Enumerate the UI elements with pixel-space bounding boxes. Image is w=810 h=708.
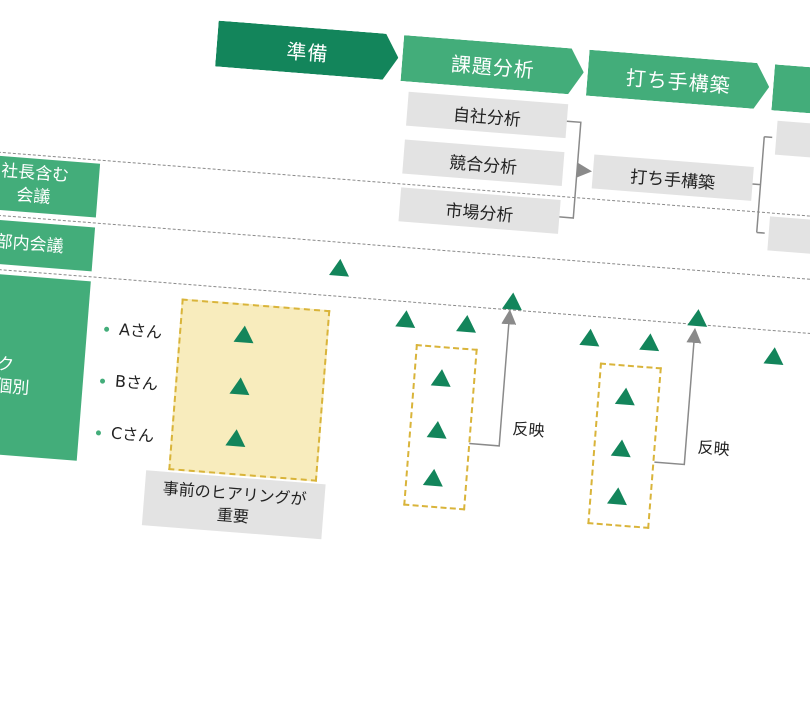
milestone-marker — [579, 327, 601, 347]
milestone-marker — [501, 291, 524, 311]
milestone-marker — [426, 420, 448, 439]
reflect-text: 反映 — [696, 437, 731, 459]
reflect-label-1: 反映 — [512, 415, 546, 441]
hearing-note-text: 事前のヒアリングが 重要 — [162, 478, 308, 527]
milestone-marker — [229, 376, 251, 396]
merge-connector — [559, 120, 592, 219]
row-label-text: 部内会議 — [0, 231, 65, 257]
milestone-marker — [233, 324, 255, 344]
row-label-text: 重要 ステーク ホルダー個別 — [0, 349, 30, 400]
milestone-marker — [430, 368, 452, 387]
bullet-icon — [99, 378, 106, 384]
split-connector — [752, 135, 773, 234]
milestone-marker — [329, 258, 351, 277]
stakeholder-b: Bさん — [99, 366, 159, 394]
milestone-marker — [225, 428, 247, 447]
reflect-arrow-2 — [654, 327, 702, 466]
reflect-text: 反映 — [511, 418, 546, 441]
stakeholder-name: Cさん — [110, 423, 155, 446]
row-label-stakeholders: 重要 ステーク ホルダー個別 — [0, 265, 91, 461]
reflect-label-2: 反映 — [697, 434, 731, 460]
milestone-marker — [456, 314, 478, 333]
row-label-text: 社長含む 会議 — [0, 161, 70, 208]
stakeholder-name: Bさん — [114, 371, 159, 394]
milestone-marker — [639, 332, 661, 352]
milestone-marker — [422, 468, 445, 487]
row-label-department-meeting: 部内会議 — [0, 217, 96, 272]
bullet-icon — [103, 326, 110, 332]
bullet-icon — [95, 430, 102, 436]
row-label-president-meeting: 社長含む 会議 — [0, 153, 101, 218]
reflect-arrow-1 — [469, 309, 517, 447]
milestone-marker — [687, 308, 709, 327]
milestone-marker — [395, 309, 417, 328]
milestone-marker — [614, 386, 637, 406]
milestone-marker — [763, 346, 785, 365]
stakeholder-a: Aさん — [103, 315, 163, 343]
milestone-marker — [610, 438, 633, 458]
stakeholder-name: Aさん — [118, 319, 163, 343]
milestone-marker — [606, 486, 629, 506]
stakeholder-c: Cさん — [95, 418, 155, 446]
